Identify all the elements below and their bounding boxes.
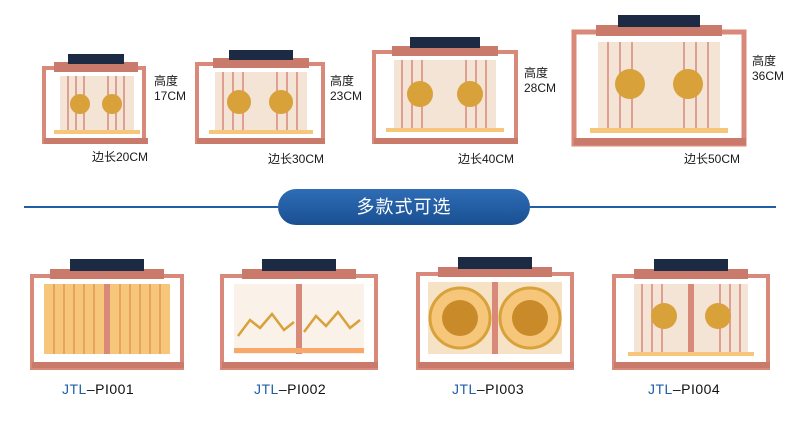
lamp-illustration xyxy=(612,259,770,370)
side-label-20cm: 边长20CM xyxy=(92,150,149,164)
lamp-illustration xyxy=(416,257,574,370)
lamp-illustration xyxy=(372,37,518,144)
model-code-pi004: JTL–PI004 xyxy=(648,381,721,397)
height-label-40cm: 高度 28CM xyxy=(524,66,557,95)
height-label-50cm: 高度 36CM xyxy=(752,54,785,83)
lamp-20cm xyxy=(40,48,152,148)
model-code-pi001: JTL–PI001 xyxy=(62,381,135,397)
side-label-50cm: 边长50CM xyxy=(684,152,741,166)
lamp-50cm xyxy=(570,12,748,150)
lamp-model-pi003 xyxy=(414,254,576,374)
divider-left xyxy=(24,206,278,208)
lamp-30cm xyxy=(193,46,328,148)
height-label-20cm: 高度 17CM xyxy=(154,74,187,103)
height-label-30cm: 高度 23CM xyxy=(330,74,363,103)
lamp-40cm xyxy=(370,34,520,148)
model-code-pi002: JTL–PI002 xyxy=(254,381,327,397)
lamp-illustration xyxy=(30,259,184,370)
lamp-model-pi002 xyxy=(218,256,380,374)
side-label-30cm: 边长30CM xyxy=(268,152,325,166)
model-code-pi003: JTL–PI003 xyxy=(452,381,525,397)
lamp-illustration xyxy=(220,259,378,370)
lamp-model-pi004 xyxy=(610,256,772,374)
lamp-illustration xyxy=(42,54,148,144)
divider-right xyxy=(530,206,776,208)
lamp-illustration xyxy=(571,15,747,147)
styles-banner: 多款式可选 xyxy=(278,189,530,225)
lamp-model-pi001 xyxy=(28,256,186,374)
side-label-40cm: 边长40CM xyxy=(458,152,515,166)
lamp-illustration xyxy=(195,50,325,144)
